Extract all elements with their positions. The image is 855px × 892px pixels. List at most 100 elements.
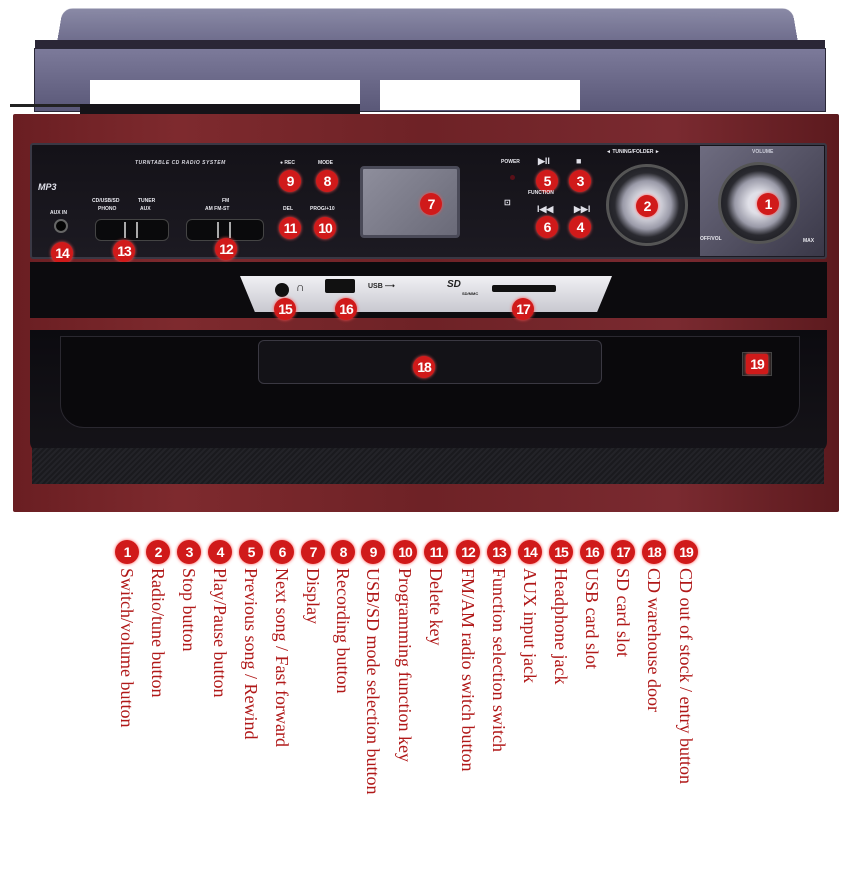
func-label-cd-usb-sd: CD/USB/SD xyxy=(92,198,120,204)
legend-label: Recording button xyxy=(333,568,353,694)
legend-label: Function selection switch xyxy=(489,568,509,752)
mp3-logo: MP3 xyxy=(38,182,57,192)
aux-in-jack[interactable] xyxy=(54,219,68,233)
legend-badge: 6 xyxy=(270,540,294,564)
func-label-tuner: TUNER xyxy=(138,198,156,204)
legend-label: Headphone jack xyxy=(551,568,571,685)
legend-label: Switch/volume button xyxy=(117,568,137,728)
function-selection-switch[interactable] xyxy=(95,219,169,241)
dust-cover-hinge-band xyxy=(35,40,825,50)
aux-in-label: AUX IN xyxy=(50,210,67,216)
legend-label: Radio/tune button xyxy=(148,568,168,698)
legend-label: Stop button xyxy=(179,568,199,652)
legend-badge: 12 xyxy=(456,540,480,564)
callout-badge-13: 13 xyxy=(113,240,135,262)
next-button[interactable]: 4 xyxy=(569,216,591,238)
del-label: DEL xyxy=(283,206,293,212)
play-pause-button[interactable]: 5 xyxy=(536,170,558,192)
legend-badge: 7 xyxy=(301,540,325,564)
callout-badge-1: 1 xyxy=(757,193,779,215)
dust-cover-window-right xyxy=(380,80,580,110)
legend-badge: 4 xyxy=(208,540,232,564)
legend-label: USB/SD mode selection button xyxy=(363,568,383,795)
sd-mmc-label: SD/MMC xyxy=(462,291,479,296)
sd-card-slot[interactable] xyxy=(492,285,556,292)
off-vol-label: OFF/VOL xyxy=(700,236,722,242)
mode-label: MODE xyxy=(318,160,333,166)
dust-cover-top xyxy=(57,8,798,42)
turntable-platter xyxy=(80,104,360,114)
del-button[interactable]: 11 xyxy=(279,217,301,239)
volume-label: VOLUME xyxy=(752,149,774,155)
prog-label: PROG/+10 xyxy=(310,206,335,212)
callout-badge-15: 15 xyxy=(274,298,296,320)
play-pause-icon: ▶II xyxy=(538,156,550,166)
function-switch-knob[interactable] xyxy=(124,222,138,238)
prog-button[interactable]: 10 xyxy=(314,217,336,239)
stop-icon: ■ xyxy=(576,156,582,166)
prev-button[interactable]: 6 xyxy=(536,216,558,238)
legend-badge: 11 xyxy=(424,540,448,564)
speaker-grille xyxy=(32,448,824,484)
legend-badge: 8 xyxy=(331,540,355,564)
legend-label: Programming function key xyxy=(395,568,415,762)
rec-button[interactable]: 9 xyxy=(279,170,301,192)
legend-badge: 2 xyxy=(146,540,170,564)
legend-label: Display xyxy=(303,568,323,624)
band-label-am-fmst: AM FM-ST xyxy=(205,206,230,212)
headphone-icon: ∩ xyxy=(296,280,305,294)
band-switch-knob[interactable] xyxy=(217,222,231,238)
band-label-fm: FM xyxy=(222,198,230,204)
max-label: MAX xyxy=(803,238,815,244)
callout-badge-17: 17 xyxy=(512,298,534,320)
power-led xyxy=(510,175,515,180)
legend-badge: 15 xyxy=(549,540,573,564)
legend-badge: 3 xyxy=(177,540,201,564)
func-label-phono: PHONO xyxy=(98,206,117,212)
legend-badge: 14 xyxy=(518,540,542,564)
legend-label: CD warehouse door xyxy=(644,568,664,712)
legend-label: AUX input jack xyxy=(520,568,540,683)
mode-button[interactable]: 8 xyxy=(316,170,338,192)
lcd-display xyxy=(360,166,460,238)
sd-logo: SD xyxy=(447,279,461,290)
stop-button[interactable]: 3 xyxy=(569,170,591,192)
callout-badge-16: 16 xyxy=(335,298,357,320)
callout-badge-14: 14 xyxy=(51,242,73,264)
callout-badge-2: 2 xyxy=(636,195,658,217)
legend-badge: 13 xyxy=(487,540,511,564)
legend-badge: 9 xyxy=(361,540,385,564)
legend-label: USB card slot xyxy=(582,568,602,669)
power-label: POWER xyxy=(501,159,520,165)
legend-label: Play/Pause button xyxy=(210,568,230,698)
brand-text: TURNTABLE CD RADIO SYSTEM xyxy=(135,160,226,166)
legend-label: Previous song / Rewind xyxy=(241,568,261,740)
legend-label: SD card slot xyxy=(613,568,633,657)
usb-port[interactable] xyxy=(325,279,355,293)
callout-badge-12: 12 xyxy=(215,238,237,260)
io-panel xyxy=(240,276,612,312)
legend-label: FM/AM radio switch button xyxy=(458,568,478,772)
func-label-aux: AUX xyxy=(140,206,151,212)
legend-badge: 5 xyxy=(239,540,263,564)
headphone-jack[interactable] xyxy=(275,283,289,297)
legend-label: Next song / Fast forward xyxy=(272,568,292,747)
callout-badge-18: 18 xyxy=(413,356,435,378)
legend-badge: 1 xyxy=(115,540,139,564)
function-label: FUNCTION xyxy=(528,190,554,196)
